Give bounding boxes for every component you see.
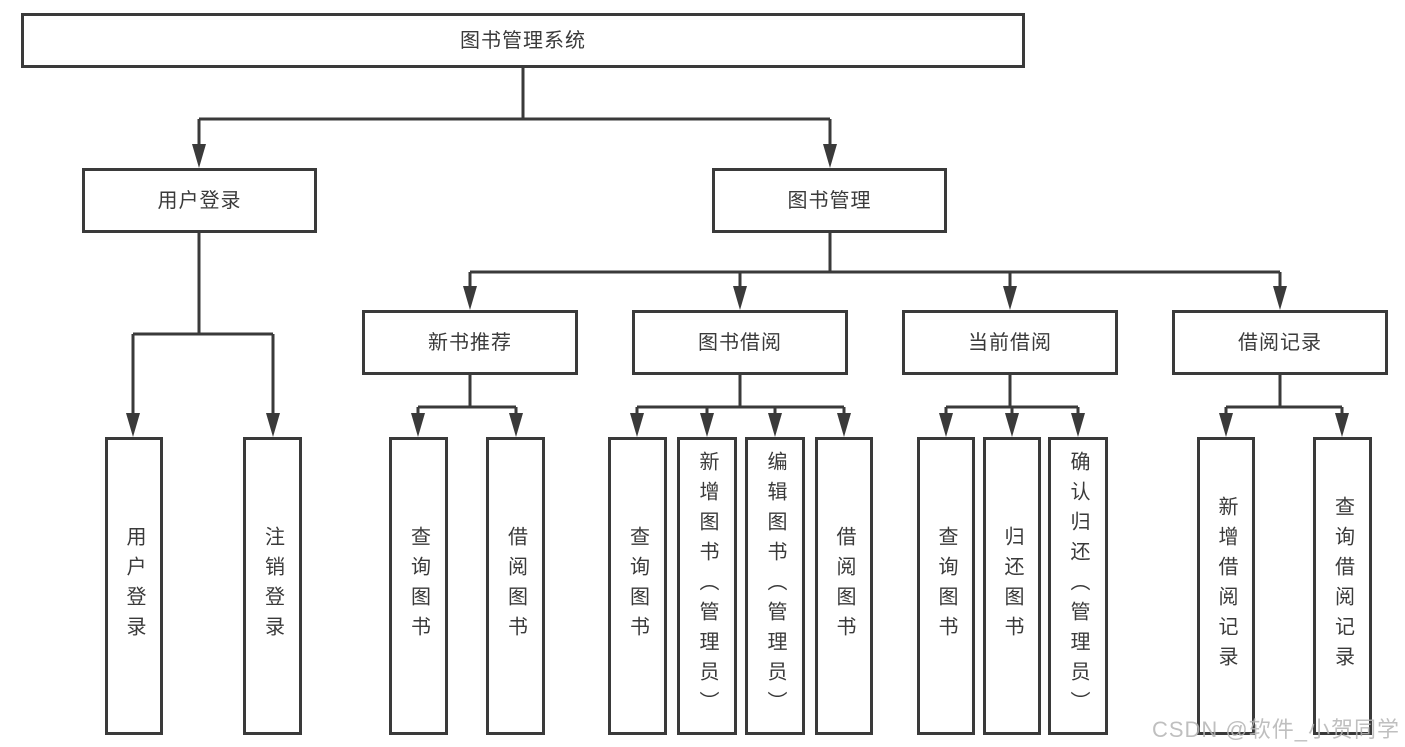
leaf-newbook-borrow: 借阅图书 xyxy=(486,437,545,735)
leaf-current-query: 查询图书 xyxy=(917,437,975,735)
node-root: 图书管理系统 xyxy=(21,13,1025,68)
node-new-book-recommend: 新书推荐 xyxy=(362,310,578,375)
leaf-current-confirm-admin: 确认归还（管理员） xyxy=(1048,437,1108,735)
node-book-borrow: 图书借阅 xyxy=(632,310,848,375)
leaf-borrow-query: 查询图书 xyxy=(608,437,667,735)
node-book-management: 图书管理 xyxy=(712,168,947,233)
leaf-borrow-book: 借阅图书 xyxy=(815,437,873,735)
node-user-login-module: 用户登录 xyxy=(82,168,317,233)
leaf-user-login: 用户登录 xyxy=(105,437,163,735)
leaf-borrow-add-admin: 新增图书（管理员） xyxy=(677,437,737,735)
leaf-logout: 注销登录 xyxy=(243,437,302,735)
leaf-current-return: 归还图书 xyxy=(983,437,1041,735)
leaf-borrow-edit-admin: 编辑图书（管理员） xyxy=(745,437,805,735)
watermark: CSDN @软件_小贺同学 xyxy=(1151,717,1400,742)
node-current-borrow: 当前借阅 xyxy=(902,310,1118,375)
leaf-record-add: 新增借阅记录 xyxy=(1197,437,1255,735)
arrowheads xyxy=(126,144,1349,437)
node-borrow-records: 借阅记录 xyxy=(1172,310,1388,375)
leaf-record-query: 查询借阅记录 xyxy=(1313,437,1372,735)
leaf-newbook-query: 查询图书 xyxy=(389,437,448,735)
